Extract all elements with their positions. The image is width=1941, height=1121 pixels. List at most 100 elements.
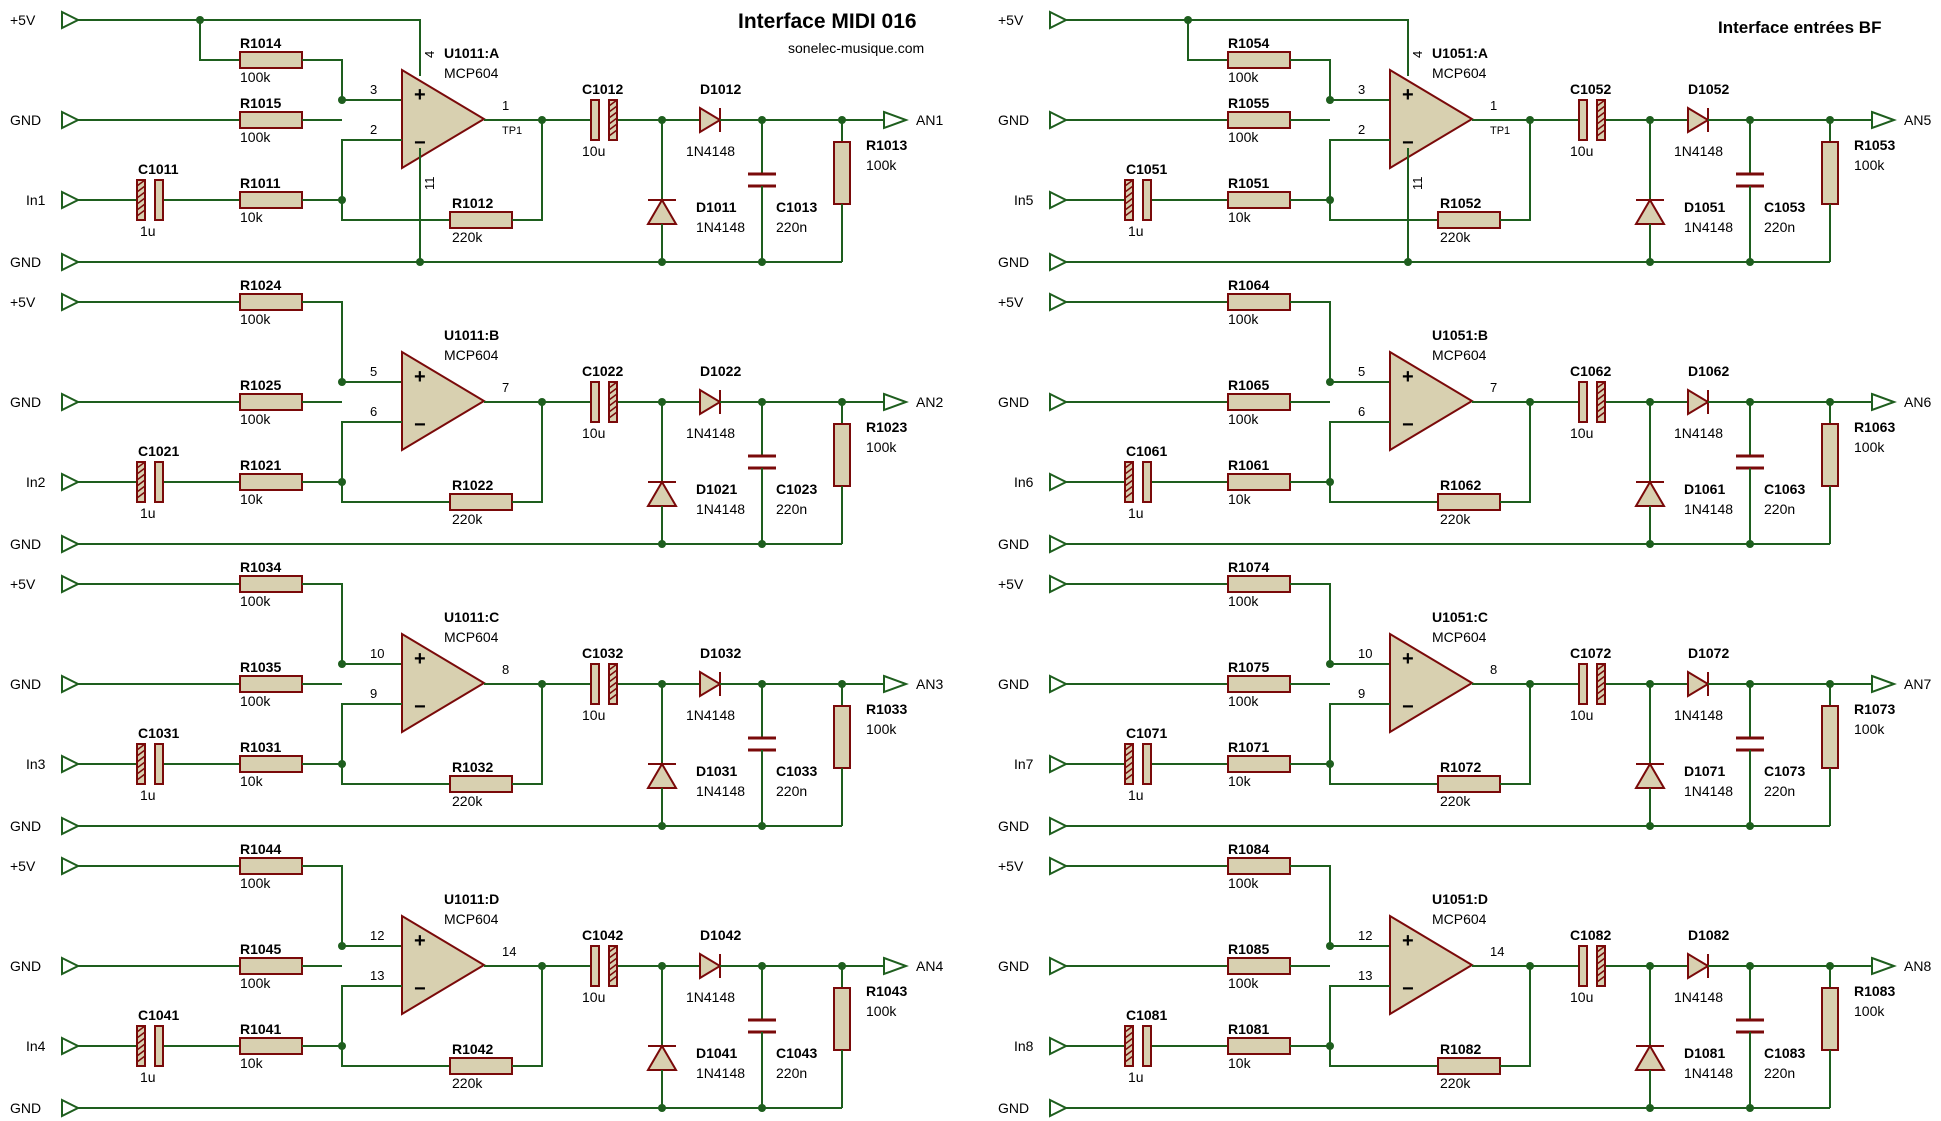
- output-label: AN6: [1904, 394, 1931, 410]
- pin-number: 1: [1490, 98, 1497, 113]
- resistor-label: R1013: [866, 137, 907, 153]
- diode-label: D1021: [696, 481, 737, 497]
- resistor-symbol: [1227, 857, 1291, 875]
- diode-symbol: [646, 480, 678, 507]
- resistor-symbol: [239, 51, 303, 69]
- capacitor-hatch: [1124, 1055, 1134, 1063]
- pin-number: 12: [1358, 928, 1372, 943]
- diode-symbol: [646, 198, 678, 225]
- capacitor-value: 1u: [1128, 505, 1144, 521]
- capacitor-hatch: [1596, 957, 1606, 965]
- feedback-wire: [1500, 966, 1531, 1067]
- resistor-value: 100k: [1228, 411, 1259, 427]
- capacitor-plate: [1596, 99, 1606, 141]
- capacitor-label: C1051: [1126, 161, 1167, 177]
- capacitor-hatch: [608, 111, 618, 119]
- supply-label: +5V: [10, 576, 36, 592]
- opamp-type: MCP604: [444, 347, 499, 363]
- resistor-label: R1062: [1440, 477, 1481, 493]
- terminal-symbol: [61, 10, 81, 30]
- capacitor-hatch: [608, 681, 618, 689]
- resistor-symbol: [1821, 987, 1839, 1051]
- capacitor-hatch: [608, 387, 618, 395]
- ground-label: GND: [10, 394, 41, 410]
- diode-value: 1N4148: [696, 783, 745, 799]
- opamp-plus-sign: +: [414, 930, 426, 952]
- capacitor-value: 1u: [1128, 1069, 1144, 1085]
- resistor-label: R1075: [1228, 659, 1269, 675]
- diode-label: D1031: [696, 763, 737, 779]
- capacitor-hatch: [608, 129, 618, 137]
- diode-label: D1051: [1684, 199, 1725, 215]
- capacitor-value: 1u: [140, 787, 156, 803]
- output-label: AN1: [916, 112, 943, 128]
- opamp-symbol: [1389, 350, 1474, 452]
- opamp-ref: U1011:A: [444, 45, 499, 61]
- resistor-label: R1033: [866, 701, 907, 717]
- opamp-symbol: [401, 914, 486, 1016]
- capacitor-hatch: [1124, 185, 1134, 193]
- capacitor-value: 10u: [1570, 425, 1593, 441]
- junction-dot: [758, 540, 766, 548]
- capacitor-hatch: [608, 105, 618, 113]
- input-label: In4: [26, 1038, 46, 1054]
- polarized-capacitor-symbol: [1578, 381, 1606, 423]
- terminal-symbol: [1871, 674, 1897, 694]
- capacitor-hatch: [136, 479, 146, 487]
- capacitor-hatch: [608, 945, 618, 953]
- capacitor-hatch: [1596, 381, 1606, 389]
- diode-label: D1011: [696, 199, 737, 215]
- capacitor-hatch: [1124, 203, 1134, 211]
- capacitor-hatch: [1124, 491, 1134, 499]
- capacitor-hatch: [136, 1025, 146, 1033]
- resistor-label: R1085: [1228, 941, 1269, 957]
- resistor-label: R1043: [866, 983, 907, 999]
- resistor-value: 100k: [240, 129, 271, 145]
- resistor-value: 220k: [452, 1075, 483, 1091]
- diode-value: 1N4148: [686, 989, 735, 1005]
- resistor-symbol: [1437, 775, 1501, 793]
- capacitor-label: C1022: [582, 363, 623, 379]
- junction-dot: [1526, 116, 1534, 124]
- bias-wire: [1290, 59, 1331, 100]
- terminal-symbol: [1871, 110, 1897, 130]
- diode-value: 1N4148: [686, 143, 735, 159]
- capacitor-hatch: [136, 1043, 146, 1051]
- resistor-label: R1053: [1854, 137, 1895, 153]
- polarized-capacitor-symbol: [590, 381, 618, 423]
- junction-dot: [1746, 1104, 1754, 1112]
- capacitor-value: 220n: [1764, 1065, 1795, 1081]
- capacitor-value: 1u: [140, 505, 156, 521]
- supply-label: +5V: [10, 12, 36, 28]
- opamp-plus-sign: +: [414, 648, 426, 670]
- terminal-symbol: [61, 1098, 81, 1118]
- resistor-symbol: [833, 705, 851, 769]
- feedback-wire: [1329, 764, 1438, 785]
- capacitor-plate: [1142, 743, 1152, 785]
- resistor-value: 220k: [1440, 229, 1471, 245]
- opamp-minus-sign: −: [1402, 414, 1414, 436]
- resistor-symbol: [239, 393, 303, 411]
- polarized-capacitor-symbol: [1124, 179, 1152, 221]
- capacitor-hatch: [136, 467, 146, 475]
- capacitor-plate: [154, 1025, 164, 1067]
- capacitor-hatch: [136, 1031, 146, 1039]
- capacitor-hatch: [608, 405, 618, 413]
- terminal-symbol: [61, 392, 81, 412]
- schematic-title: Interface MIDI 016: [738, 10, 917, 33]
- capacitor-hatch: [1124, 197, 1134, 205]
- capacitor-plate: [1142, 179, 1152, 221]
- capacitor-label: C1011: [138, 161, 179, 177]
- capacitor-plate: [590, 381, 600, 423]
- terminal-symbol: [1049, 110, 1069, 130]
- resistor-label: R1044: [240, 841, 281, 857]
- opamp-symbol: [401, 632, 486, 734]
- capacitor-value: 220n: [1764, 783, 1795, 799]
- output-label: AN2: [916, 394, 943, 410]
- capacitor-label: C1053: [1764, 199, 1805, 215]
- polarized-capacitor-symbol: [1578, 663, 1606, 705]
- capacitor-hatch: [608, 693, 618, 701]
- capacitor-hatch: [136, 761, 146, 769]
- supply-label: +5V: [998, 294, 1024, 310]
